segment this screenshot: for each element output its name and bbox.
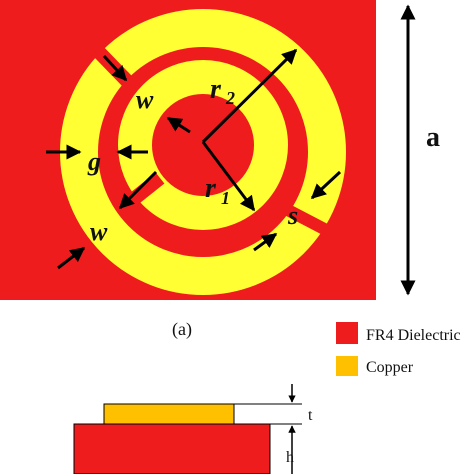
label-s: s (287, 201, 298, 230)
outer-ring-gap-2 (281, 202, 333, 238)
label-w-outer: w (90, 217, 108, 246)
r2-arrow (201, 48, 298, 144)
cross-section-substrate (73, 423, 271, 474)
legend-label-dielectric: FR4 Dielectric (366, 327, 461, 344)
s-arrow-bottom (253, 232, 278, 252)
figure-caption: (a) (172, 319, 192, 340)
s-arrow-top (310, 170, 342, 200)
label-r1: r (205, 173, 217, 204)
legend-swatch-dielectric (336, 322, 358, 344)
legend-swatch-copper (336, 356, 358, 376)
legend-label-copper: Copper (366, 359, 414, 376)
label-h: h (286, 449, 294, 466)
label-r1-sub: 1 (221, 188, 230, 208)
label-r2: r (210, 74, 222, 105)
label-dimension-a: a (426, 122, 440, 153)
r1-arrow (201, 141, 256, 212)
inner-copper-ring (118, 60, 288, 230)
label-r2-sub: 2 (225, 88, 235, 108)
label-w-inner: w (136, 85, 154, 114)
label-t: t (308, 407, 313, 424)
w-outer-arrow-bottom (57, 246, 86, 270)
cross-section-copper (103, 403, 235, 425)
label-g: g (87, 147, 101, 176)
w-outer-arrow-top (118, 170, 158, 210)
w-inner-arrow (166, 116, 191, 134)
gap-arrow-top-left (102, 54, 128, 82)
